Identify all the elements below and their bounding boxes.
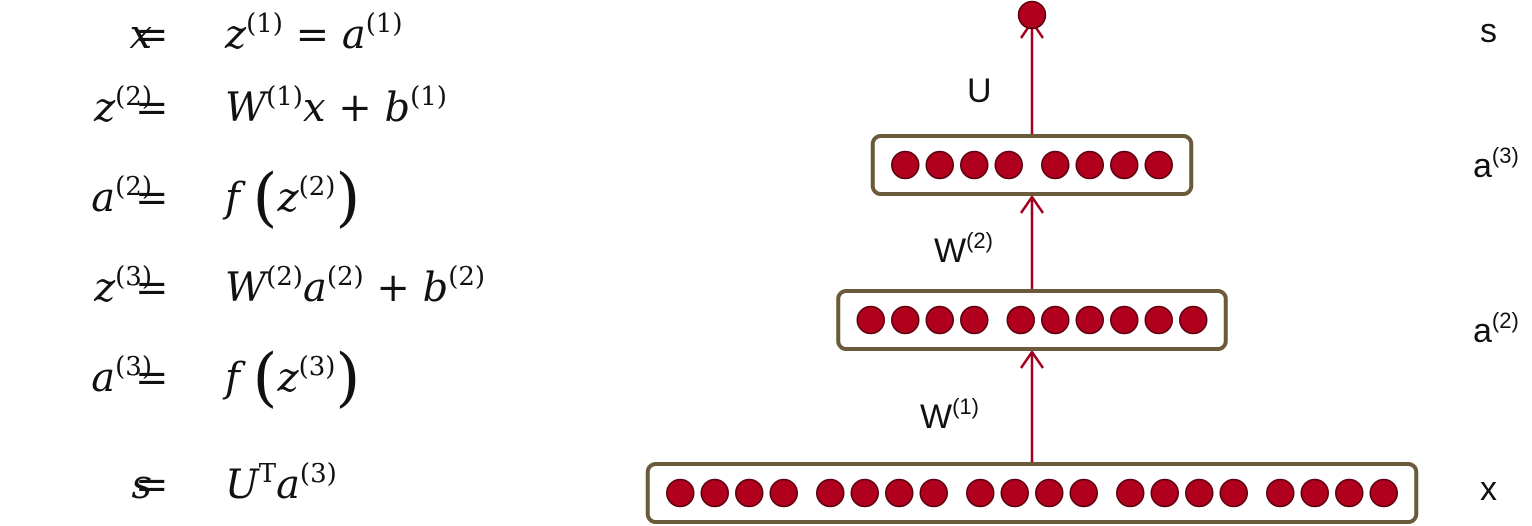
neuron [1000, 478, 1029, 508]
layer-box [870, 134, 1194, 196]
neuron [1144, 150, 1173, 180]
neuron [1144, 305, 1173, 335]
equation-row: a(3)= f (z(3)) [0, 343, 600, 413]
neuron [1185, 478, 1214, 508]
equation-lhs: a(3) [91, 352, 152, 401]
equation-rhs: UTa(3) [225, 459, 337, 508]
equation-row: x= z(1) = a(1) [0, 0, 600, 70]
neuron [1179, 305, 1208, 335]
neuron [1335, 478, 1364, 508]
neuron [885, 478, 914, 508]
equals-sign: = [135, 85, 169, 131]
equals-sign: = [135, 175, 169, 221]
arrowhead [1019, 349, 1045, 369]
neuron [925, 305, 954, 335]
equals-sign: = [135, 462, 169, 508]
equation-lhs: a(2) [91, 172, 152, 221]
neuron [735, 478, 764, 508]
neuron [1150, 478, 1179, 508]
neuron [1006, 305, 1035, 335]
layer-label: a(2) [1473, 308, 1519, 350]
edge-label: W(2) [934, 228, 993, 270]
equations-panel: x=z(1) = a(1)z(2)=W(1)x + b(1)a(2)=f (z(… [0, 0, 600, 526]
neuron [1266, 478, 1295, 508]
neuron [925, 150, 954, 180]
layer-box [645, 462, 1419, 524]
equation-rhs: W(1)x + b(1) [225, 82, 447, 131]
neuron [960, 305, 989, 335]
edge-label: W(1) [920, 394, 979, 436]
neuron [966, 478, 995, 508]
neuron [816, 478, 845, 508]
neuron [1069, 478, 1098, 508]
output-neuron [1017, 0, 1047, 30]
neuron [1035, 478, 1064, 508]
neuron [891, 150, 920, 180]
neuron [891, 305, 920, 335]
neuron [919, 478, 948, 508]
equation-row: z(2)= W(1)x + b(1) [0, 73, 600, 143]
arrowhead [1019, 194, 1045, 214]
equation-rhs: W(2)a(2) + b(2) [225, 262, 486, 311]
layer-label: x [1480, 470, 1497, 508]
neuron [769, 478, 798, 508]
neuron [1116, 478, 1145, 508]
neuron [1041, 305, 1070, 335]
equals-sign: = [135, 355, 169, 401]
equation-lhs: z(2) [94, 82, 152, 131]
neuron [960, 150, 989, 180]
neuron [1110, 150, 1139, 180]
edge-label: U [967, 72, 992, 110]
neuron [666, 478, 695, 508]
equation-lhs: s [131, 462, 152, 508]
neuron [1300, 478, 1329, 508]
equation-rhs: f (z(3)) [225, 341, 361, 415]
equals-sign: = [135, 12, 169, 58]
equation-lhs: x [129, 12, 152, 58]
neuron [1110, 305, 1139, 335]
neuron [856, 305, 885, 335]
equation-row: s= UTa(3) [0, 450, 600, 520]
neuron [1369, 478, 1398, 508]
neuron [1075, 150, 1104, 180]
layer-label: s [1480, 12, 1497, 50]
layer-label: a(3) [1473, 143, 1519, 185]
neuron [850, 478, 879, 508]
neuron [1075, 305, 1104, 335]
neuron [1041, 150, 1070, 180]
neuron [994, 150, 1023, 180]
neuron [700, 478, 729, 508]
equals-sign: = [135, 265, 169, 311]
equation-lhs: z(3) [94, 262, 152, 311]
equation-row: a(2)= f (z(2)) [0, 163, 600, 233]
equation-row: z(3)= W(2)a(2) + b(2) [0, 253, 600, 323]
equation-rhs: z(1) = a(1) [225, 9, 403, 58]
equation-rhs: f (z(2)) [225, 161, 361, 235]
neuron [1219, 478, 1248, 508]
